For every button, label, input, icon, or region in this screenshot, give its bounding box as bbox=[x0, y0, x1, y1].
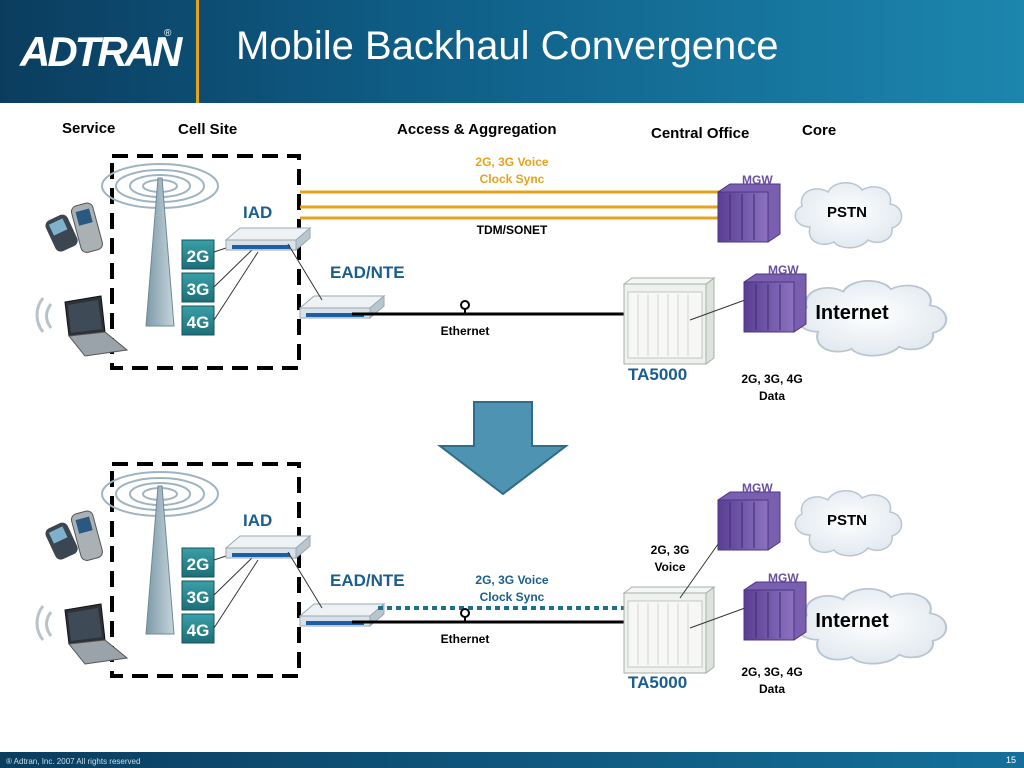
logo-registered-mark: ® bbox=[164, 28, 172, 39]
gen-label-2g-bottom: 2G bbox=[187, 555, 210, 574]
convergence-arrow bbox=[437, 401, 569, 496]
ead-nte-label: EAD/NTE bbox=[330, 263, 405, 282]
bottom-diagram: 2G 3G 4G IAD EAD/NTE 2G, 3G Voice Clock … bbox=[35, 462, 948, 696]
ethernet-connector-icon-bottom bbox=[460, 608, 470, 618]
ethernet-connector-icon bbox=[460, 300, 470, 310]
column-service: Service bbox=[62, 120, 115, 137]
pstn-label-top: PSTN bbox=[827, 204, 867, 221]
iad-device-icon bbox=[225, 227, 311, 251]
top-diagram: 2G 3G 4G IAD EAD/NTE 2G, 3G Voice Clock … bbox=[35, 154, 948, 403]
co-voice-label-1: 2G, 3G bbox=[651, 543, 690, 557]
footer-copyright: ® Adtran, Inc. 2007 All rights reserved bbox=[6, 757, 141, 766]
mobile-phones-icon bbox=[43, 201, 105, 255]
iad-label: IAD bbox=[243, 203, 272, 222]
ta5000-chassis-icon bbox=[623, 277, 715, 365]
top-voice-label-1: 2G, 3G Voice bbox=[475, 155, 548, 169]
gen-label-3g-bottom: 3G bbox=[187, 588, 210, 607]
bottom-voice-label-2: Clock Sync bbox=[480, 590, 545, 604]
bottom-voice-label-1: 2G, 3G Voice bbox=[475, 573, 548, 587]
mgw-label-2: MGW bbox=[768, 263, 799, 277]
mgw-label-1: MGW bbox=[742, 173, 773, 187]
column-cell-site: Cell Site bbox=[178, 121, 237, 138]
ethernet-label-top: Ethernet bbox=[441, 324, 490, 338]
adtran-logo: ADTRAN bbox=[20, 28, 182, 75]
gen-label-4g-bottom: 4G bbox=[187, 621, 210, 640]
column-core: Core bbox=[802, 122, 836, 139]
gen-label-4g: 4G bbox=[187, 313, 210, 332]
data-label-bottom-2: Data bbox=[759, 682, 785, 696]
header-divider bbox=[196, 0, 199, 103]
data-label-bottom-1: 2G, 3G, 4G bbox=[741, 665, 802, 679]
mobile-phones-icon-bottom bbox=[43, 509, 105, 563]
mgw-label-3: MGW bbox=[742, 481, 773, 495]
gen-stack-top: 2G 3G 4G bbox=[181, 239, 215, 336]
pstn-label-bottom: PSTN bbox=[827, 512, 867, 529]
mgw-pstn-icon bbox=[717, 183, 781, 243]
mgw-internet-icon bbox=[743, 273, 807, 333]
mgw-label-4: MGW bbox=[768, 571, 799, 585]
ead-nte-label-bottom: EAD/NTE bbox=[330, 571, 405, 590]
tdm-sonet-label: TDM/SONET bbox=[477, 223, 548, 237]
column-central-office: Central Office bbox=[651, 125, 749, 142]
gen-stack-bottom: 2G 3G 4G bbox=[181, 547, 215, 644]
mgw-internet-icon-bottom bbox=[743, 581, 807, 641]
mgw-pstn-icon-bottom bbox=[717, 491, 781, 551]
internet-label-bottom: Internet bbox=[815, 610, 889, 632]
co-voice-label-2: Voice bbox=[654, 560, 685, 574]
page-number: 15 bbox=[1005, 755, 1016, 765]
iad-device-icon-bottom bbox=[225, 535, 311, 559]
column-access-aggregation: Access & Aggregation bbox=[397, 121, 557, 138]
gen-label-2g: 2G bbox=[187, 247, 210, 266]
data-label-top-2: Data bbox=[759, 389, 785, 403]
iad-label-bottom: IAD bbox=[243, 511, 272, 530]
data-label-top-1: 2G, 3G, 4G bbox=[741, 372, 802, 386]
ta5000-label-bottom: TA5000 bbox=[628, 673, 687, 692]
gen-label-3g: 3G bbox=[187, 280, 210, 299]
top-voice-label-2: Clock Sync bbox=[480, 172, 545, 186]
footer-bar: ® Adtran, Inc. 2007 All rights reserved … bbox=[0, 752, 1024, 768]
header-bar: ADTRAN ® Mobile Backhaul Convergence bbox=[0, 0, 1024, 103]
slide-title: Mobile Backhaul Convergence bbox=[236, 24, 779, 68]
internet-label-top: Internet bbox=[815, 302, 889, 324]
ethernet-label-bottom: Ethernet bbox=[441, 632, 490, 646]
ta5000-label-top: TA5000 bbox=[628, 365, 687, 384]
ta5000-chassis-icon-bottom bbox=[623, 586, 715, 674]
